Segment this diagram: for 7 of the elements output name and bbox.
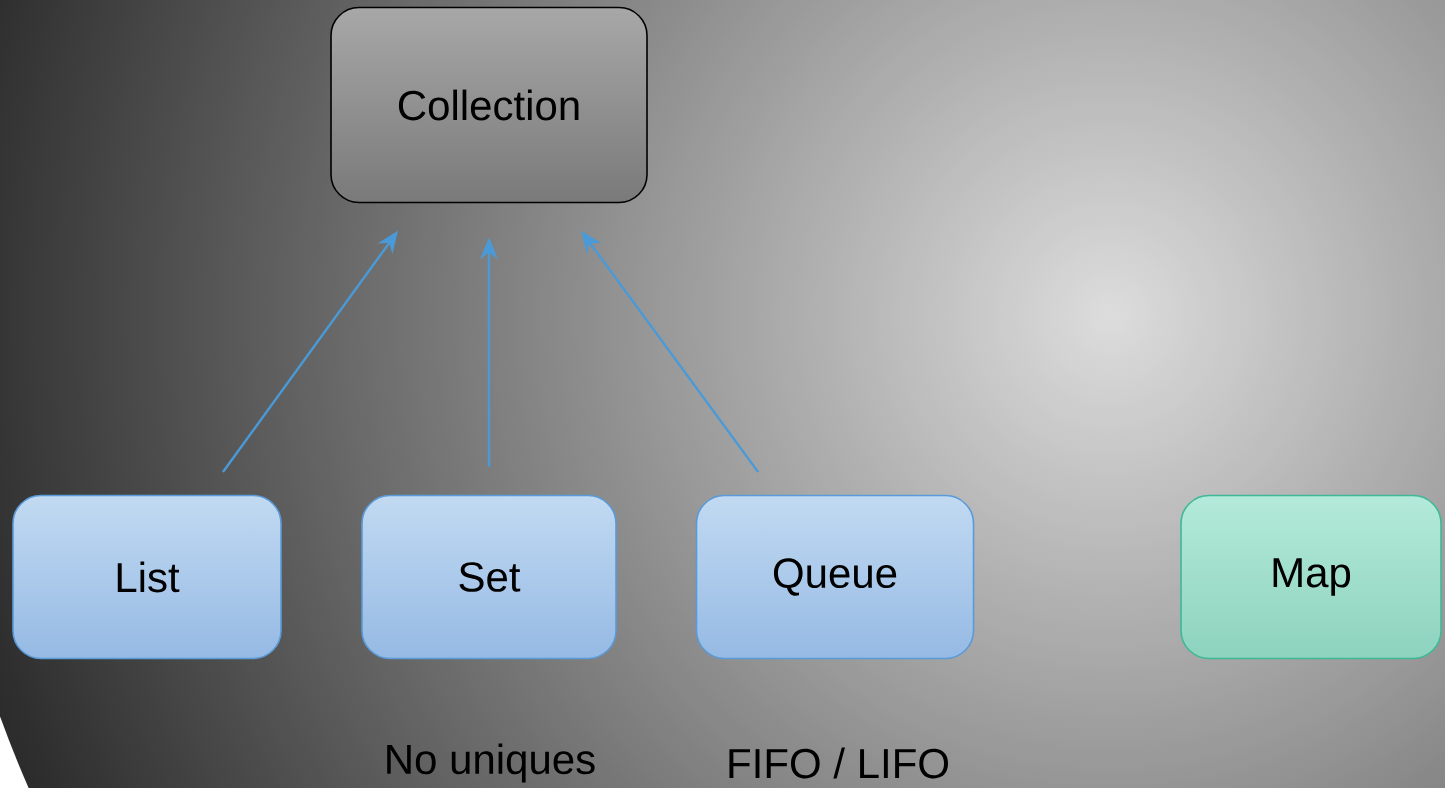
class-box: Collection [330,6,648,204]
class-box: Set [361,494,617,660]
class-box: Map [1180,494,1442,660]
class-box: Queue [695,494,975,660]
note-text: No uniques [387,743,595,783]
class-box: List [12,494,282,660]
note-text: FIFO / LIFO [729,747,948,779]
